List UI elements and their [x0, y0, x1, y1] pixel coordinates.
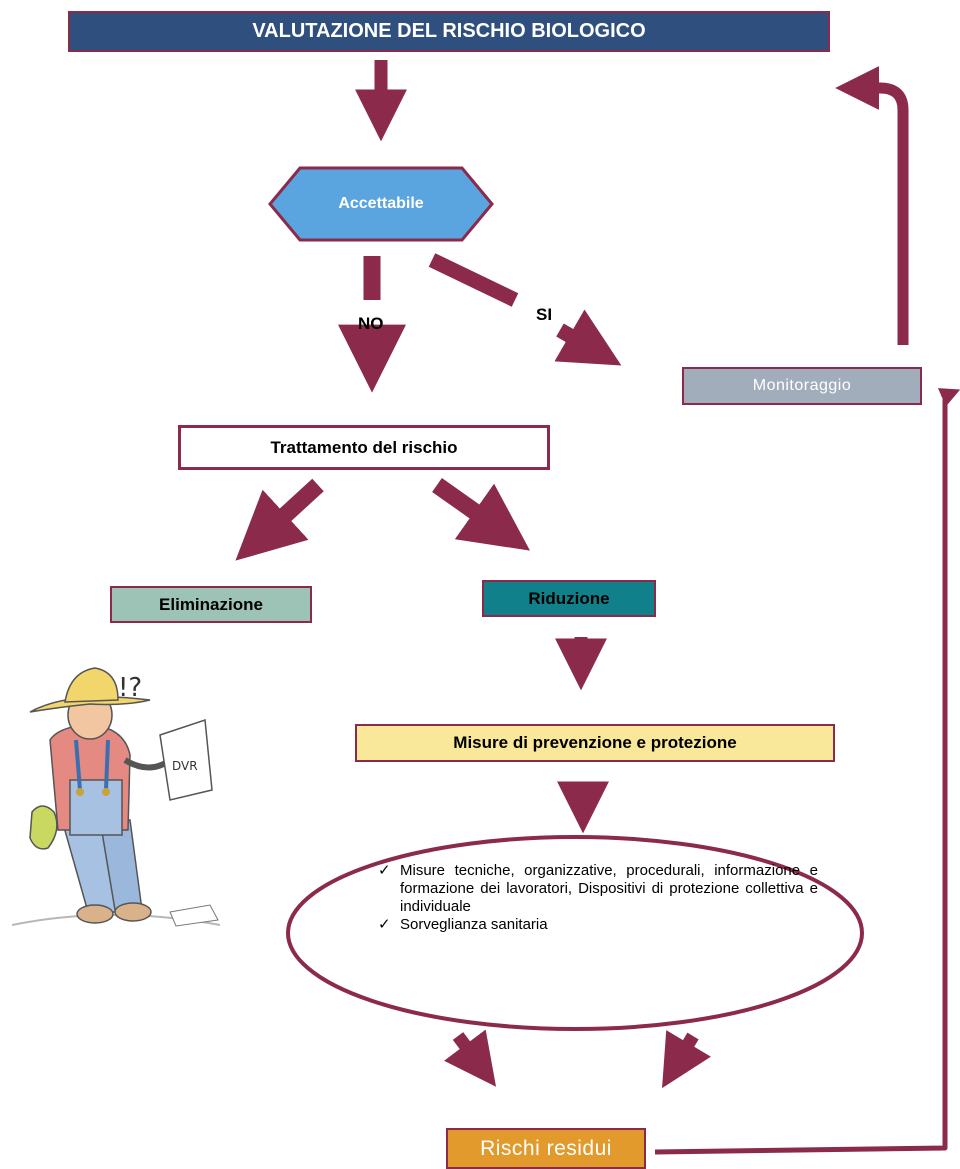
eliminazione-box: Eliminazione	[110, 586, 312, 623]
checkmark-icon: ✓	[378, 862, 391, 879]
arrow-to-eliminazione	[235, 478, 324, 561]
branch-si-label: SI	[536, 305, 553, 324]
arrow-left-to-rischi	[444, 1029, 497, 1087]
arrow-monitoraggio-to-title	[835, 66, 909, 345]
riduzione-box: Riduzione	[482, 580, 656, 617]
arrow-rischi-to-monitoraggio	[654, 388, 960, 1155]
branch-no-label: NO	[358, 314, 384, 333]
checkmark-icon: ✓	[378, 916, 391, 933]
arrow-right-to-rischi	[662, 1030, 711, 1089]
decision-label: Accettabile	[338, 195, 424, 212]
trattamento-text: Trattamento del rischio	[270, 437, 458, 457]
dvr-label: DVR	[172, 759, 198, 773]
measure-text: Sorveglianza sanitaria	[400, 916, 548, 933]
eliminazione-text: Eliminazione	[159, 594, 263, 614]
misure-box: Misure di prevenzione e protezione	[355, 724, 835, 762]
title-box: VALUTAZIONE DEL RISCHIO BIOLOGICO	[68, 11, 830, 52]
arrow-si-lower	[554, 309, 622, 366]
measure-item: ✓ Sorveglianza sanitaria	[378, 916, 818, 934]
rischi-residui-text: Rischi residui	[480, 1136, 612, 1160]
svg-text:!?: !?	[118, 673, 142, 703]
measure-text: Misure tecniche, organizzative, procedur…	[400, 862, 818, 915]
decision-hexagon	[268, 166, 494, 242]
rischi-residui-box: Rischi residui	[446, 1128, 646, 1169]
trattamento-box: Trattamento del rischio	[178, 425, 550, 470]
measures-ellipse	[286, 835, 864, 1031]
misure-text: Misure di prevenzione e protezione	[453, 733, 737, 752]
title-text: VALUTAZIONE DEL RISCHIO BIOLOGICO	[252, 20, 646, 42]
monitoraggio-box: Monitoraggio	[682, 367, 922, 405]
measure-item: ✓ Misure tecniche, organizzative, proced…	[378, 862, 818, 916]
arrow-to-riduzione	[432, 478, 530, 551]
arrow-si-upper	[428, 253, 519, 307]
monitoraggio-text: Monitoraggio	[752, 377, 852, 394]
worker-illustration: !? DVR	[10, 660, 224, 936]
riduzione-text: Riduzione	[528, 588, 610, 608]
measures-list: ✓ Misure tecniche, organizzative, proced…	[378, 862, 818, 934]
